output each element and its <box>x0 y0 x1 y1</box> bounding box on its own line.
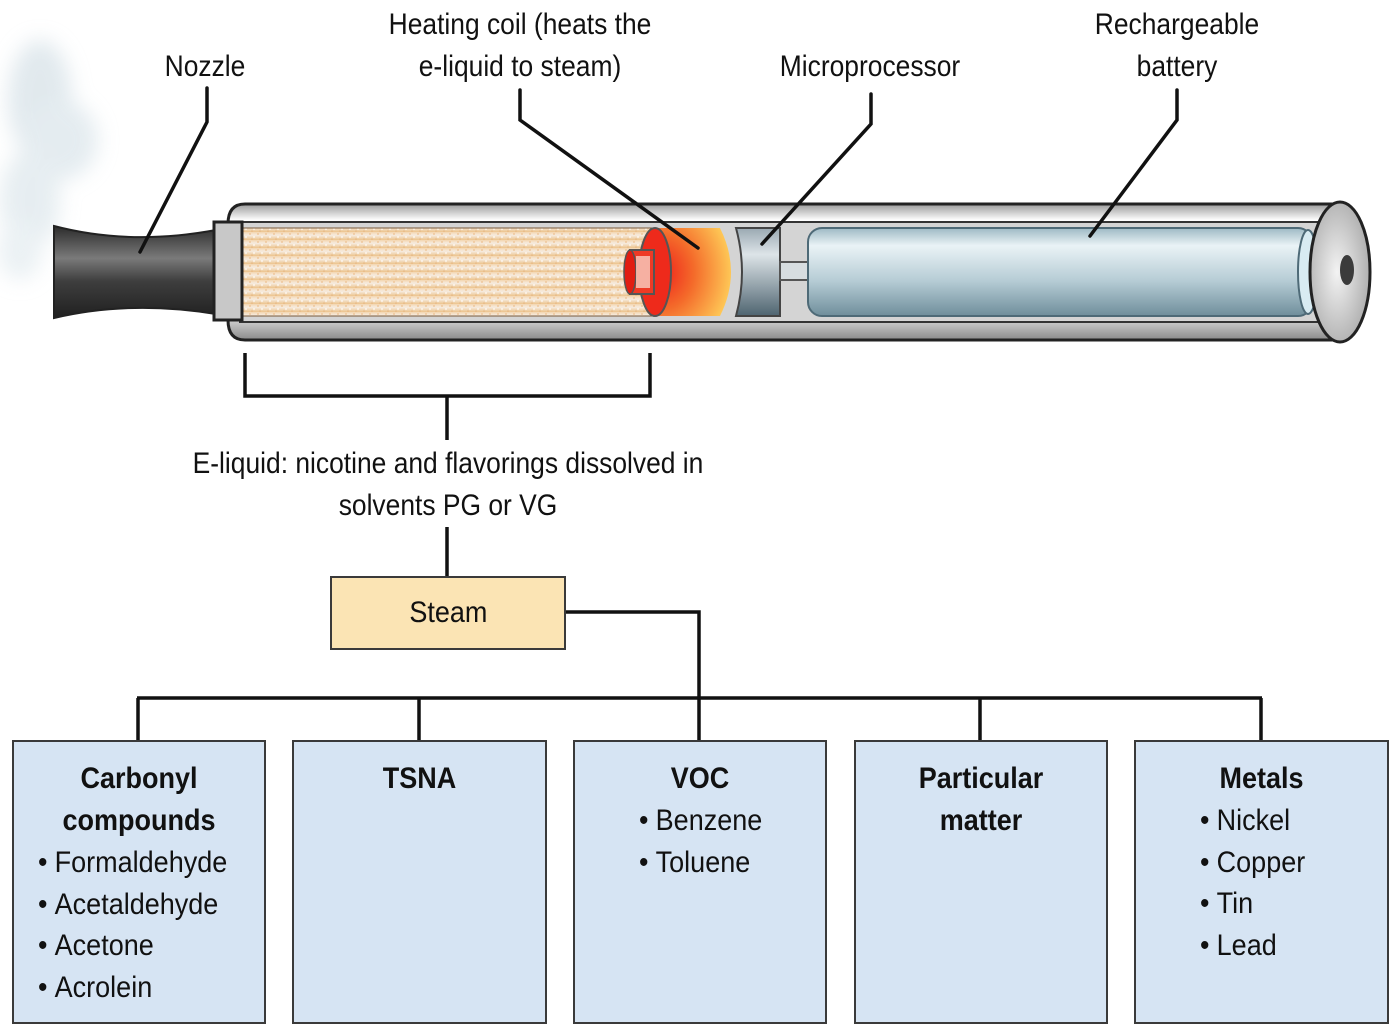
microprocessor-label: Microprocessor <box>779 50 961 83</box>
steam-node: Steam <box>330 576 566 650</box>
list-item: Toluene <box>639 842 806 884</box>
e-liquid-chamber <box>241 227 653 317</box>
tree-connectors <box>136 610 1263 741</box>
list-item: Lead <box>1200 925 1368 967</box>
category-box-metals: Metals Nickel Copper Tin Lead <box>1134 740 1389 1024</box>
vapor-cloud <box>0 40 98 280</box>
list-item: Copper <box>1200 842 1368 884</box>
category-title: VOC <box>670 762 730 795</box>
heating-coil-leader <box>518 88 700 250</box>
category-items: Benzene Toluene <box>575 800 825 883</box>
category-box-carbonyl: Carbonyl compounds Formaldehyde Acetalde… <box>12 740 266 1024</box>
nozzle-label: Nozzle <box>164 50 246 83</box>
nozzle-leader <box>138 86 209 254</box>
list-item: Benzene <box>639 800 806 842</box>
category-title: Metals <box>1219 762 1304 795</box>
category-items: Formaldehyde Acetaldehyde Acetone Acrole… <box>14 842 264 1008</box>
battery-leader <box>1088 88 1179 238</box>
category-box-voc: VOC Benzene Toluene <box>573 740 827 1024</box>
category-box-particular-matter: Particular matter <box>854 740 1108 1024</box>
leader-lines <box>138 86 1179 254</box>
microprocessor-leader <box>760 92 873 246</box>
category-title: TSNA <box>382 762 457 795</box>
battery-label: Rechargeable battery <box>1094 8 1260 83</box>
end-cap <box>1308 200 1372 344</box>
heating-coil <box>623 227 731 317</box>
e-liquid-label: E-liquid: nicotine and flavorings dissol… <box>192 447 704 522</box>
list-item: Acetone <box>38 925 241 967</box>
category-title: Carbonyl compounds <box>62 762 216 837</box>
list-item: Acetaldehyde <box>38 884 241 926</box>
list-item: Formaldehyde <box>38 842 241 884</box>
list-item: Tin <box>1200 883 1368 925</box>
battery-part <box>807 227 1319 317</box>
category-items: Nickel Copper Tin Lead <box>1136 800 1387 966</box>
heating-coil-label: Heating coil (heats the e-liquid to stea… <box>388 8 652 83</box>
list-item: Acrolein <box>38 967 241 1009</box>
category-title: Particular matter <box>918 762 1044 837</box>
e-liquid-bracket <box>243 353 652 577</box>
nozzle-part <box>53 220 244 322</box>
list-item: Nickel <box>1200 800 1368 842</box>
category-box-tsna: TSNA <box>292 740 547 1024</box>
